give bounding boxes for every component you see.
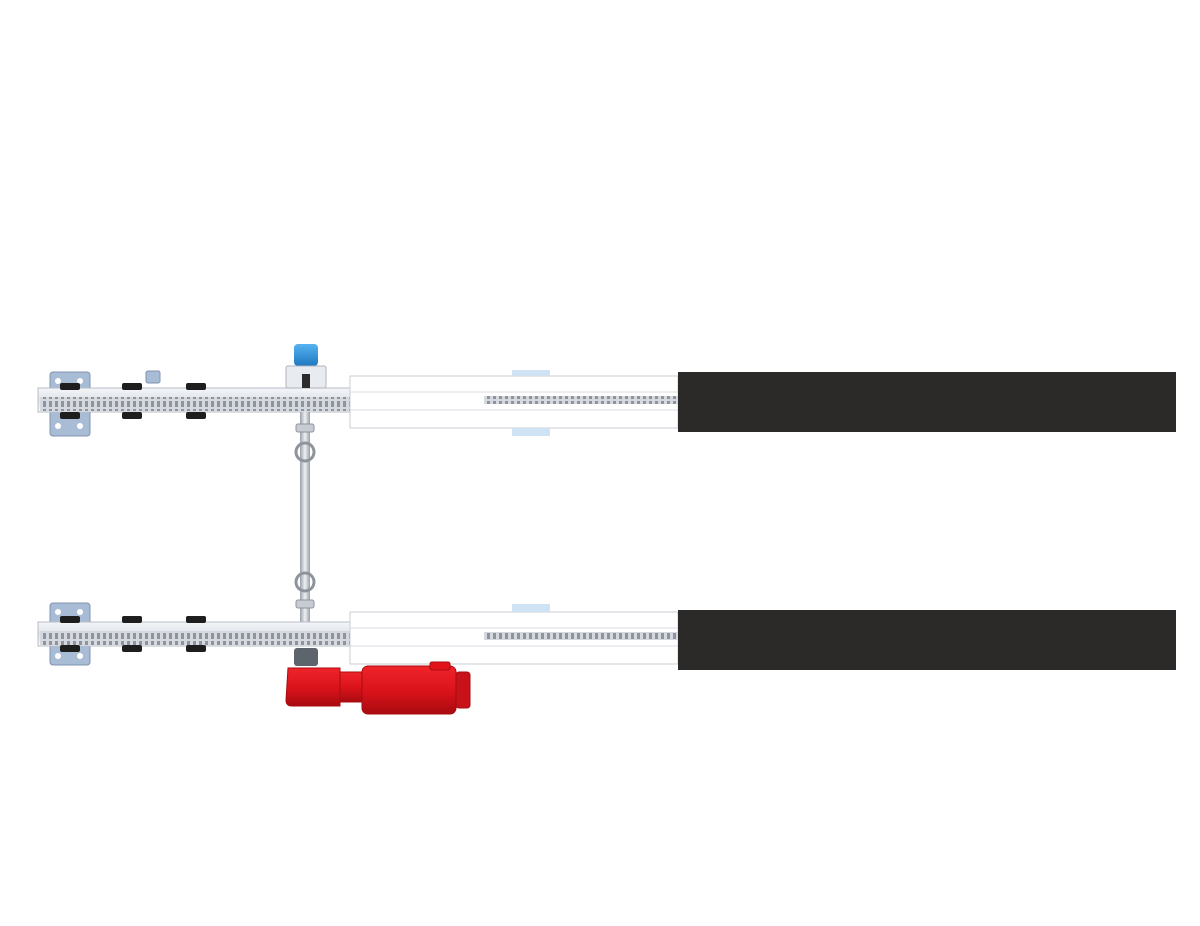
lower-belt bbox=[678, 610, 1176, 670]
upper-rail-chain bbox=[484, 396, 678, 404]
upper-clip-bottom bbox=[512, 428, 550, 436]
sensor-icon bbox=[285, 344, 327, 389]
lower-clip-top bbox=[512, 604, 550, 612]
upper-belt bbox=[678, 372, 1176, 432]
lower-conveyor bbox=[37, 602, 1176, 670]
lower-chain bbox=[40, 631, 350, 645]
lower-rail-chain bbox=[484, 632, 678, 640]
upper-chain bbox=[40, 397, 350, 411]
upper-tab bbox=[145, 370, 161, 384]
drive-shaft-icon bbox=[294, 412, 316, 622]
lower-rollers bbox=[60, 616, 206, 652]
upper-rollers bbox=[60, 383, 206, 419]
gear-motor-icon bbox=[285, 648, 471, 715]
upper-conveyor bbox=[37, 344, 1176, 437]
upper-clip-top bbox=[512, 370, 550, 376]
